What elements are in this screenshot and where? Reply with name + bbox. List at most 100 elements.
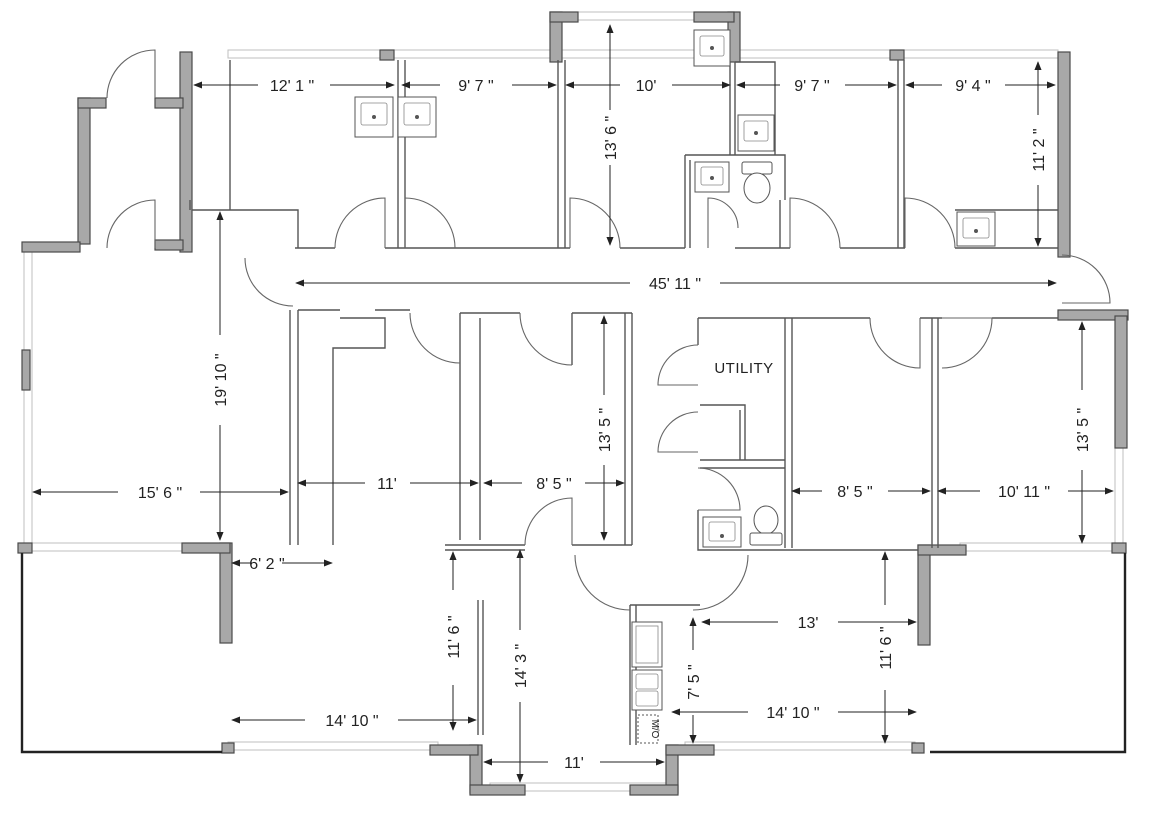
dim-top-office-5-depth: 11' 2 " — [1031, 128, 1048, 171]
sink-icon — [702, 516, 742, 548]
dim-corridor-length: 45' 11 " — [649, 276, 701, 293]
wall-cap-lower-right — [917, 544, 931, 646]
dim-left-room-width: 15' 6 " — [138, 485, 182, 502]
left-window-strip — [23, 251, 33, 548]
dim-kitchen-depth: 7' 5 " — [686, 664, 703, 699]
wall-cap-bottom-left-foot — [469, 784, 526, 796]
door-corridor-east — [1061, 254, 1111, 304]
wall-cap-bottom-left-h — [429, 744, 479, 756]
wall-top-row-2 — [455, 60, 570, 249]
wall-top-row-1 — [295, 60, 455, 249]
dim-top-office-1-width: 12' 1 " — [270, 78, 314, 95]
microwave-label: M/O — [649, 720, 660, 739]
bottom-left-window — [227, 741, 439, 751]
dim-lower-right-width: 14' 10 " — [766, 705, 819, 722]
exterior-walls — [17, 11, 1129, 796]
dim-mid-office-2-width: 8' 5 " — [536, 476, 571, 493]
wall-cap-left-lower-tick — [17, 542, 33, 554]
top-center-window — [577, 11, 697, 21]
door-right-office-1 — [869, 317, 921, 369]
porch-outlines — [20, 553, 1127, 754]
wall-cap-lower-left — [219, 542, 233, 644]
door-right-office-2 — [941, 317, 993, 369]
kitchen-counter-icon — [631, 621, 663, 668]
dim-right-office-2-depth: 13' 5 " — [1075, 408, 1092, 452]
dimension-labels: 12' 1 " 9' 7 " 10' 9' 7 " 9' 4 " 13' 6 "… — [138, 78, 1092, 772]
wall-mid-offices-bottom — [445, 544, 632, 551]
door-office-5 — [904, 197, 956, 249]
door-office-4 — [789, 197, 841, 249]
wall-cap-left-corner — [21, 241, 81, 253]
toilet-icon — [741, 161, 773, 204]
wall-cap-bottom-right-tick — [911, 742, 925, 754]
door-mid-office-2 — [519, 312, 573, 366]
wall-cap-bottom-right-h — [665, 744, 715, 756]
door-left-lower — [106, 199, 156, 249]
wall-cap-far-left-top — [77, 97, 107, 109]
sink-icon — [397, 96, 437, 138]
wall-left-center-block — [289, 309, 410, 545]
wall-cap-lower-right-h — [917, 544, 967, 556]
dim-lower-left-width: 14' 10 " — [325, 713, 378, 730]
wall-mid-offices — [459, 312, 633, 545]
door-bathroom — [707, 197, 739, 248]
wall-cap-left-top — [179, 51, 193, 253]
dim-lower-right-width-top: 13' — [798, 615, 819, 632]
top-window-strip — [227, 49, 1059, 59]
room-labels: UTILITY M/O — [649, 360, 773, 739]
door-utility-bath — [697, 467, 741, 511]
wall-top-row-3 — [620, 154, 786, 249]
door-entry-left — [574, 554, 631, 611]
dim-lower-left-depth: 11' 6 " — [446, 615, 463, 658]
dim-top-office-2-width: 9' 7 " — [458, 78, 493, 95]
dim-top-office-4-width: 9' 7 " — [794, 78, 829, 95]
sink-icon — [693, 29, 731, 67]
wall-top-row-6 — [955, 209, 1058, 249]
sink-icon — [354, 96, 394, 138]
sink-icon — [737, 114, 775, 152]
dim-lower-mid-depth: 14' 3 " — [513, 644, 530, 688]
right-porch-outline — [930, 553, 1127, 754]
door-office-2 — [404, 197, 456, 249]
dimension-lines — [32, 24, 1114, 783]
wall-utility-block — [697, 404, 918, 551]
door-entry-right — [692, 554, 749, 611]
door-left-upper — [106, 49, 156, 99]
wall-cap-bottom-right-foot — [629, 784, 679, 796]
microwave-icon — [637, 714, 659, 744]
wall-cap-bottom-left-tick — [221, 742, 235, 754]
bottom-right-window — [684, 741, 916, 751]
wall-cap-left-door-top — [154, 97, 184, 109]
wall-cap-top-center-left-h — [549, 11, 579, 23]
wall-cap-left-door-bottom — [154, 239, 184, 251]
sink-icon — [694, 161, 730, 193]
door-utility-1 — [657, 344, 699, 386]
door-mid-lower — [524, 497, 573, 546]
interior-walls — [189, 60, 1058, 745]
right-lower-window — [959, 542, 1121, 552]
left-porch-outline — [20, 553, 222, 754]
dim-lower-entry-width: 11' — [564, 755, 584, 772]
door-swings — [106, 49, 1111, 611]
dim-top-office-3-depth: 13' 6 " — [603, 116, 620, 160]
room-label-utility: UTILITY — [714, 360, 773, 377]
dim-mid-office-2-depth: 13' 5 " — [597, 408, 614, 452]
dim-top-office-5-width: 9' 4 " — [955, 78, 990, 95]
dim-lower-right-depth: 11' 6 " — [878, 626, 895, 669]
wall-top-row-5 — [840, 60, 905, 249]
dim-right-office-2-width: 10' 11 " — [998, 484, 1050, 501]
wall-cap-top-center-right-h — [693, 11, 735, 23]
wall-cap-lower-left-h — [181, 542, 231, 554]
dim-left-room-depth: 19' 10 " — [213, 353, 230, 406]
wall-cap-right-top — [1057, 51, 1071, 258]
wall-cap-top-tick-1 — [379, 49, 395, 61]
right-window-strip — [1114, 444, 1124, 546]
dim-mid-office-1-width: 11' — [377, 476, 397, 493]
door-office-1 — [334, 197, 386, 249]
door-office-3 — [569, 197, 621, 249]
door-utility-2 — [657, 411, 699, 453]
wall-left-room-top — [189, 200, 299, 248]
door-corridor-west — [244, 257, 294, 307]
wall-cap-right-lower-tick — [1111, 542, 1127, 554]
